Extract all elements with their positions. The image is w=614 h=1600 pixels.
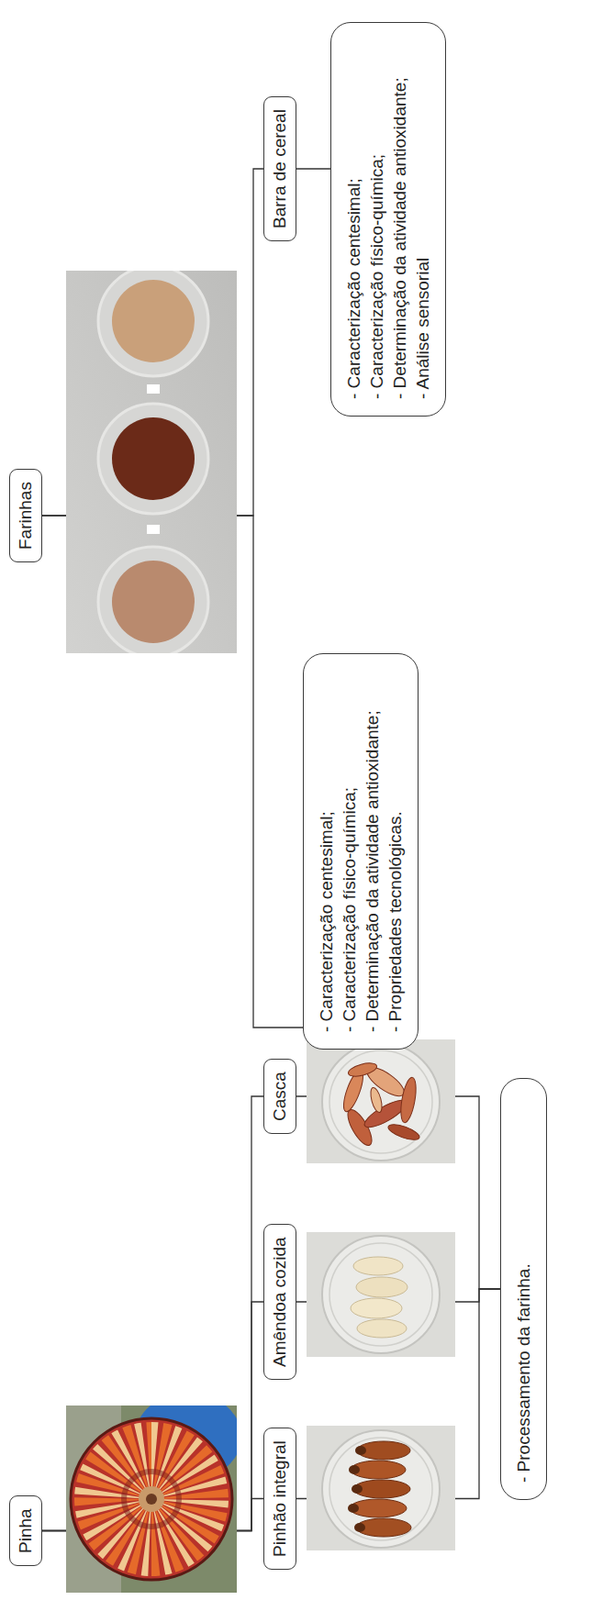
flours-photo-shape [146,524,160,535]
pine-cone-photo-shape [138,1486,165,1513]
box-text: Casca [269,1071,291,1122]
cooked-kernel-photo-shape [322,1236,440,1354]
box-text: - Processamento da farinha. [512,1097,536,1484]
cooked-kernel-photo-shape [357,1319,407,1339]
pine-cone-photo-shape [145,1494,157,1506]
box-text: - Caracterização centesimal; [342,41,366,400]
whole-seed-photo-shape [348,1465,360,1475]
flours-photo-shape [98,547,209,654]
list-box: - Caracterização centesimal;- Caracteriz… [302,653,419,1050]
cooked-kernel-photo-shape [350,1298,402,1319]
cooked-kernel-photo-shape [329,1243,433,1347]
pine-cone-photo [66,1406,237,1594]
list-box: - Processamento da farinha. [500,1078,548,1501]
flours-photo-shape [111,279,195,363]
pine-cone-photo-shape [70,1418,233,1581]
whole-seed-photo [306,1426,456,1552]
box-text: Barra de cereal [269,109,291,229]
list-box: - Caracterização centesimal;- Caracteriz… [330,22,447,417]
seed-coat-photo-shape [329,1050,433,1154]
seed-coat-photo [306,1039,456,1164]
cooked-kernel-photo [306,1232,456,1358]
whole-seed-photo-shape [351,1484,363,1495]
cooked-kernel-photo-shape [306,1232,456,1358]
flours-photo-shape [98,270,209,377]
flours-photo-shape [111,417,195,501]
box-text: - Propriedades tecnológicas. [383,672,407,1033]
label-box: Pinhão integral [263,1428,297,1571]
pine-cone-photo-shape [111,1459,192,1541]
seed-coat-photo-shape [306,1039,456,1164]
label-box: Casca [263,1059,297,1135]
flours-photo-shape [66,270,237,654]
seed-coat-photo-shape [322,1043,440,1162]
box-text: Farinhas [15,481,36,550]
flours-photo-shape [146,384,160,394]
label-box: Barra de cereal [263,96,297,242]
whole-seed-photo-shape [347,1504,359,1514]
seed-coat-photo-shape [386,1121,422,1144]
whole-seed-photo-shape [354,1523,366,1533]
box-text: - Determinação da atividade antioxidante… [388,41,412,400]
box-text: Amêndoa cozida [269,1237,291,1368]
pine-cone-photo-shape [70,1418,233,1581]
box-text: - Caracterização físico-química; [365,41,389,400]
box-text: - Caracterização físico-química; [337,672,361,1033]
label-box: Farinhas [9,468,43,563]
whole-seed-photo-shape [306,1426,456,1552]
label-box: Amêndoa cozida [263,1224,297,1381]
whole-seed-photo-shape [355,1446,367,1456]
box-text: Pinha [15,1508,36,1554]
label-box: Pinha [9,1495,43,1567]
pine-cone-photo-shape [123,1472,179,1528]
seed-coat-photo-shape [346,1060,379,1080]
whole-seed-photo-shape [322,1430,440,1549]
flours-photo-shape [111,560,195,644]
flours-photo-shape [98,403,209,514]
cooked-kernel-photo-shape [356,1277,408,1298]
seed-coat-photo-shape [368,1086,385,1115]
cooked-kernel-photo-shape [353,1257,403,1276]
box-text: - Determinação da atividade antioxidante… [360,672,384,1033]
flours-photo [66,270,237,654]
box-text: - Análise sensorial [411,41,435,400]
seed-coat-photo-shape [398,1076,419,1125]
whole-seed-photo-shape [329,1438,433,1541]
connector-line [296,167,331,169]
box-text: Pinhão integral [269,1440,291,1558]
box-text: - Caracterização centesimal; [314,672,338,1033]
pine-cone-photo-shape [111,1459,192,1541]
